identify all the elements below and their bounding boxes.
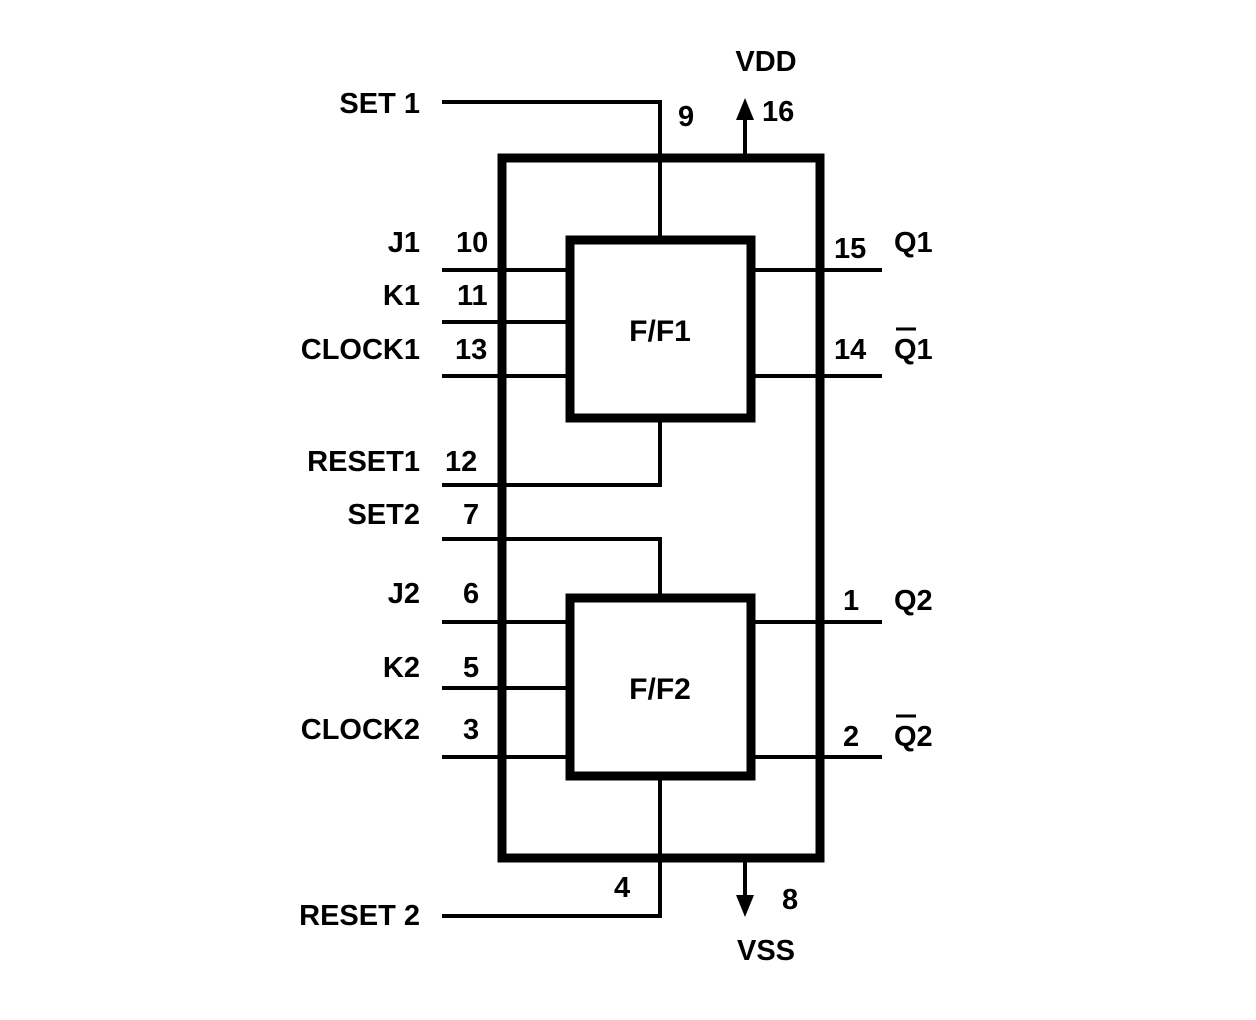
set2-label: SET2	[347, 499, 420, 531]
q2-label: Q2	[894, 585, 933, 617]
k1-label: K1	[383, 280, 420, 312]
q2bar-pin-number: 2	[843, 721, 859, 753]
vdd-label: VDD	[735, 46, 796, 78]
ff2-block-label: F/F2	[629, 673, 691, 706]
k2-pin-number: 5	[463, 652, 479, 684]
q2-pin-number: 1	[843, 585, 859, 617]
reset1-pin-number: 12	[445, 446, 477, 478]
ic-package-outline	[497, 153, 825, 863]
vdd-pin-number: 16	[762, 96, 794, 128]
reset2-wire	[442, 778, 662, 918]
ff1-block-label: F/F1	[629, 315, 691, 348]
j1-label: J1	[388, 227, 420, 259]
k1-pin-number: 11	[457, 280, 488, 312]
vss-arrow	[736, 895, 754, 917]
vss-pin-number: 8	[782, 884, 798, 916]
clock2-pin-number: 3	[463, 714, 479, 746]
q1bar-pin-number: 14	[834, 334, 866, 366]
q1-label: Q1	[894, 227, 933, 259]
reset2-pin-number: 4	[614, 872, 630, 904]
reset2-label: RESET 2	[299, 900, 420, 932]
clock1-label: CLOCK1	[301, 334, 420, 366]
q1bar-label: Q1	[894, 334, 933, 366]
clock2-label: CLOCK2	[301, 714, 420, 746]
vdd-arrow	[736, 98, 754, 120]
set1-wire	[442, 100, 662, 238]
j2-pin-number: 6	[463, 578, 479, 610]
j2-label: J2	[388, 578, 420, 610]
reset1-wire	[442, 420, 662, 487]
set2-wire	[442, 537, 662, 596]
j1-pin-number: 10	[456, 227, 488, 259]
q2bar-label: Q2	[894, 721, 933, 753]
q1-pin-number: 15	[834, 233, 866, 265]
k2-label: K2	[383, 652, 420, 684]
set1-label: SET 1	[339, 88, 420, 120]
vss-label: VSS	[737, 935, 795, 967]
ff1-block	[565, 235, 756, 423]
clock1-pin-number: 13	[455, 334, 487, 366]
set1-pin-number: 9	[678, 101, 694, 133]
ff2-block	[565, 593, 756, 781]
reset1-label: RESET1	[307, 446, 420, 478]
set2-pin-number: 7	[463, 499, 479, 531]
